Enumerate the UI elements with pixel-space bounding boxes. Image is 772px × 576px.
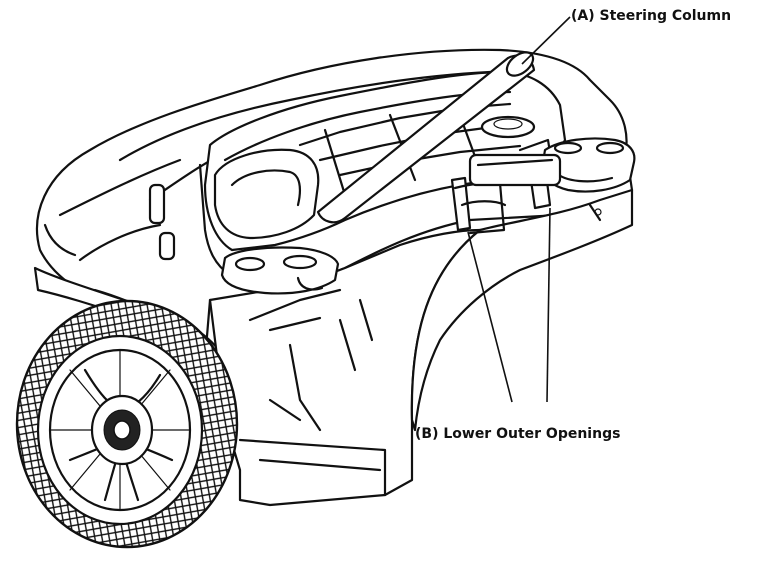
lower-outer-openings: [450, 153, 562, 235]
callout-leaders: [467, 16, 571, 403]
callout-label-lower-outer-openings: (B) Lower Outer Openings: [415, 426, 621, 442]
steering-column: [316, 51, 536, 224]
front-wheel: [15, 299, 239, 549]
callout-label-steering-column: (A) Steering Column: [571, 8, 732, 24]
leader-line-opening-right: [546, 207, 551, 403]
cup-holders-left: [220, 246, 340, 295]
right-side-panel: [410, 188, 634, 432]
leader-line-opening-left: [467, 231, 513, 403]
floor-panel: [208, 228, 482, 507]
leader-line-steering-column: [521, 16, 571, 65]
